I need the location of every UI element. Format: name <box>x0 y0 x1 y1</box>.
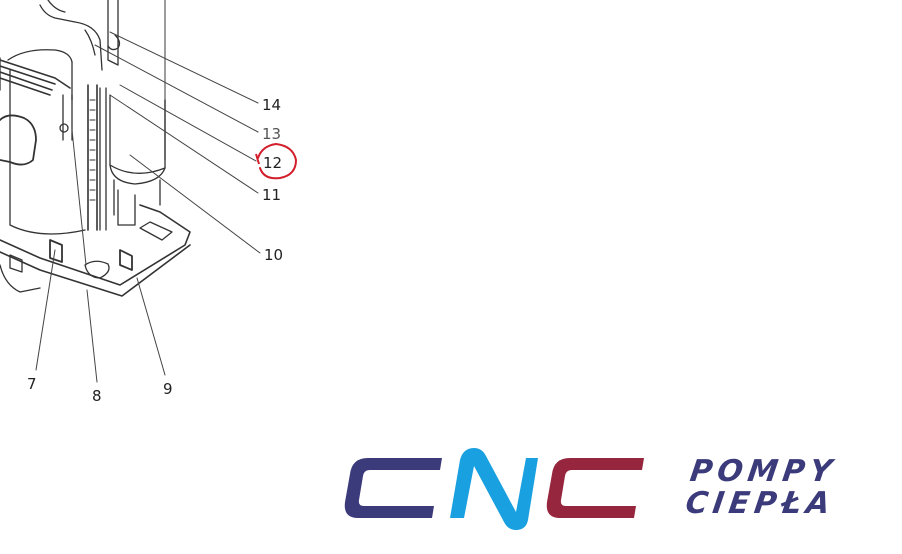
callout-9: 9 <box>163 380 173 398</box>
logo-tagline-pompy: POMPY <box>687 454 839 489</box>
cnc-logo-mark <box>344 448 644 530</box>
highlight-circle <box>257 142 298 180</box>
callout-11: 11 <box>262 186 282 204</box>
logo-letter-c2 <box>546 458 644 518</box>
logo-tagline-ciepla: CIEPŁA <box>683 486 837 521</box>
logo-letter-c1 <box>344 458 442 518</box>
callout-12: 12 <box>263 154 283 172</box>
cnc-pompy-ciepla-logo: POMPY CIEPŁA <box>338 440 894 532</box>
logo-tagline: POMPY CIEPŁA <box>683 454 842 521</box>
callout-13: 13 <box>262 125 282 143</box>
callout-14: 14 <box>262 96 282 114</box>
callout-10: 10 <box>264 246 284 264</box>
logo-letter-n <box>450 448 538 530</box>
callout-7: 7 <box>27 375 37 393</box>
callout-8: 8 <box>92 387 102 405</box>
compressor-diagram <box>0 0 298 383</box>
